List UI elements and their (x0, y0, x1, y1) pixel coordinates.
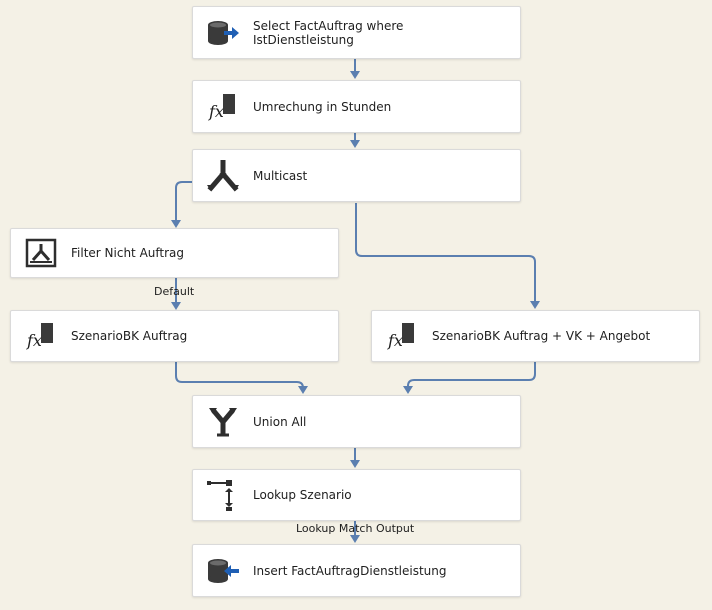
node-label: SzenarioBK Auftrag + VK + Angebot (432, 329, 651, 343)
lookup-icon (203, 475, 243, 515)
node-label: SzenarioBK Auftrag (71, 329, 188, 343)
derived-column-icon: fx (21, 316, 61, 356)
node-filter-nicht-auftrag[interactable]: Filter Nicht Auftrag (10, 228, 339, 278)
path-label-default[interactable]: Default (154, 285, 195, 298)
node-select-factauftrag[interactable]: Select FactAuftrag where IstDienstleistu… (192, 6, 521, 59)
node-szenariobk-auftrag-vk-angebot[interactable]: fx SzenarioBK Auftrag + VK + Angebot (371, 310, 700, 362)
node-label: Lookup Szenario (253, 488, 352, 502)
arrowhead (350, 460, 360, 468)
svg-text:fx: fx (387, 331, 403, 350)
union-all-icon (203, 402, 243, 442)
ole-db-destination-icon (203, 551, 243, 591)
arrowhead (171, 302, 181, 310)
node-union-all[interactable]: Union All (192, 395, 521, 448)
arrowhead (171, 220, 181, 228)
node-label: Umrechung in Stunden (253, 99, 392, 114)
derived-column-icon: fx (382, 316, 422, 356)
derived-column-icon: fx (203, 87, 243, 127)
node-label: Union All (253, 414, 307, 429)
path-multicast-to-filter (175, 181, 193, 220)
conditional-split-icon (21, 233, 61, 273)
path-szenario-a-to-union (175, 362, 304, 389)
node-label: Multicast (253, 168, 308, 183)
arrowhead (403, 386, 413, 394)
node-label: Insert FactAuftragDienstleistung (253, 563, 447, 578)
arrowhead (298, 386, 308, 394)
node-label: Filter Nicht Auftrag (71, 246, 185, 260)
path-szenario-b-to-union (407, 362, 536, 388)
node-multicast[interactable]: Multicast (192, 149, 521, 202)
multicast-icon (203, 156, 243, 196)
path-label-lookup-match-output[interactable]: Lookup Match Output (296, 522, 415, 535)
arrowhead (350, 140, 360, 148)
svg-text:fx: fx (208, 102, 224, 121)
path-multicast-to-szenario-b (355, 203, 536, 302)
svg-text:fx: fx (26, 331, 42, 350)
arrowhead (530, 301, 540, 309)
node-umrechung-in-stunden[interactable]: fx Umrechung in Stunden (192, 80, 521, 133)
arrowhead (350, 71, 360, 79)
node-label: Select FactAuftrag where IstDienstleistu… (253, 18, 404, 47)
node-insert-factauftragdienstleistung[interactable]: Insert FactAuftragDienstleistung (192, 544, 521, 597)
ole-db-source-icon (203, 13, 243, 53)
node-szenariobk-auftrag[interactable]: fx SzenarioBK Auftrag (10, 310, 339, 362)
node-lookup-szenario[interactable]: Lookup Szenario (192, 469, 521, 521)
arrowhead (350, 535, 360, 543)
